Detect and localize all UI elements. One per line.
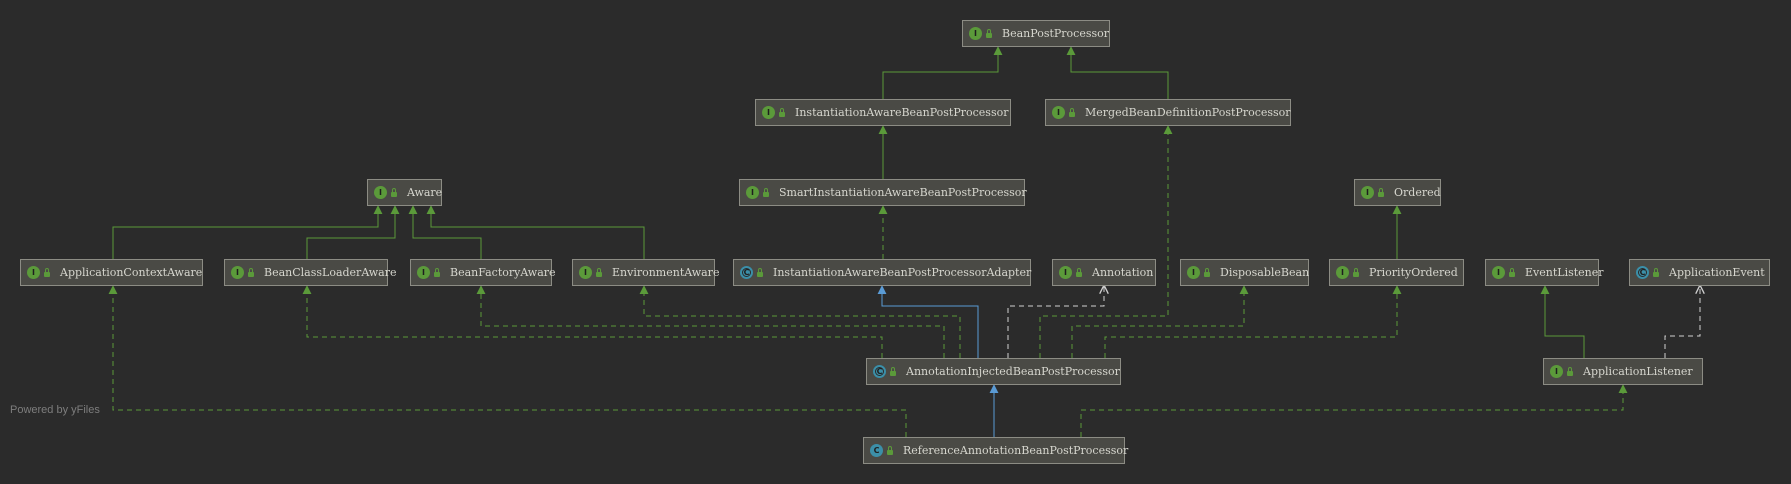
abstract-class-icon: C [740, 266, 753, 279]
interface-icon: I [1361, 186, 1374, 199]
lock-icon [434, 267, 440, 277]
class-icon: C [870, 444, 883, 457]
node-label: ApplicationEvent [1669, 266, 1765, 279]
edge-implements [1071, 285, 1249, 358]
lock-icon [779, 107, 785, 117]
node-merged-bean-definition-post-processor[interactable]: I MergedBeanDefinitionPostProcessor [1045, 99, 1291, 126]
edge-implements [108, 285, 907, 437]
lock-icon [1076, 267, 1082, 277]
lock-icon [757, 267, 763, 277]
node-application-listener[interactable]: I ApplicationListener [1543, 358, 1703, 385]
lock-icon [1653, 267, 1659, 277]
watermark: Powered by yFiles [10, 404, 100, 416]
node-annotation[interactable]: I Annotation [1052, 259, 1156, 286]
lock-icon [1069, 107, 1075, 117]
interface-icon: I [231, 266, 244, 279]
lock-icon [1204, 267, 1210, 277]
node-label: Ordered [1394, 186, 1441, 199]
edge-extends-interface [1066, 46, 1169, 99]
interface-icon: I [1550, 365, 1563, 378]
lock-icon [1509, 267, 1515, 277]
interface-icon: I [746, 186, 759, 199]
node-event-listener[interactable]: I EventListener [1485, 259, 1604, 286]
interface-icon: I [1052, 106, 1065, 119]
edge-dependency [1007, 286, 1104, 358]
node-label: EnvironmentAware [612, 266, 720, 279]
lock-icon [44, 267, 50, 277]
node-label: InstantiationAwareBeanPostProcessor [795, 106, 1009, 119]
interface-icon: I [579, 266, 592, 279]
edge-extends-interface [1540, 285, 1585, 358]
abstract-class-icon: C [873, 365, 886, 378]
node-label: BeanFactoryAware [450, 266, 556, 279]
node-disposable-bean[interactable]: I DisposableBean [1180, 259, 1309, 286]
edge-extends-class [877, 285, 979, 358]
node-label: BeanClassLoaderAware [264, 266, 397, 279]
edge-implements [1080, 384, 1628, 437]
lock-icon [986, 28, 992, 38]
node-label: DisposableBean [1220, 266, 1310, 279]
node-label: ApplicationListener [1583, 365, 1693, 378]
edge-implements [1104, 285, 1402, 358]
edge-extends-interface [112, 205, 383, 259]
interface-icon: I [374, 186, 387, 199]
node-environment-aware[interactable]: I EnvironmentAware [572, 259, 719, 286]
node-label: AnnotationInjectedBeanPostProcessor [906, 365, 1120, 378]
interface-icon: I [1059, 266, 1072, 279]
node-label: EventListener [1525, 266, 1604, 279]
edge-extends-interface [306, 205, 400, 259]
node-smart-instantiation-aware-bean-post-processor[interactable]: I SmartInstantiationAwareBeanPostProcess… [739, 179, 1027, 206]
interface-icon: I [27, 266, 40, 279]
node-priority-ordered[interactable]: I PriorityOrdered [1329, 259, 1464, 286]
lock-icon [1378, 187, 1384, 197]
node-reference-annotation-bean-post-processor[interactable]: C ReferenceAnnotationBeanPostProcessor [863, 437, 1129, 464]
node-annotation-injected-bean-post-processor[interactable]: C AnnotationInjectedBeanPostProcessor [866, 358, 1121, 385]
edge-implements [639, 285, 961, 358]
node-label: BeanPostProcessor [1002, 27, 1110, 40]
node-ordered[interactable]: I Ordered [1354, 179, 1441, 206]
node-bean-factory-aware[interactable]: I BeanFactoryAware [410, 259, 556, 286]
node-bean-class-loader-aware[interactable]: I BeanClassLoaderAware [224, 259, 397, 286]
node-instantiation-aware-bean-post-processor[interactable]: I InstantiationAwareBeanPostProcessor [755, 99, 1011, 126]
node-application-context-aware[interactable]: I ApplicationContextAware [20, 259, 203, 286]
edge-extends-interface [426, 205, 645, 259]
interface-icon: I [1492, 266, 1505, 279]
lock-icon [1567, 366, 1573, 376]
node-label: ApplicationContextAware [60, 266, 203, 279]
edge-implements [302, 285, 883, 358]
interface-icon: I [417, 266, 430, 279]
node-label: MergedBeanDefinitionPostProcessor [1085, 106, 1291, 119]
abstract-class-icon: C [1636, 266, 1649, 279]
lock-icon [391, 187, 397, 197]
node-label: PriorityOrdered [1369, 266, 1458, 279]
interface-icon: I [1187, 266, 1200, 279]
lock-icon [596, 267, 602, 277]
interface-icon: I [762, 106, 775, 119]
lock-icon [248, 267, 254, 277]
node-instantiation-aware-bean-post-processor-adapter[interactable]: C InstantiationAwareBeanPostProcessorAda… [733, 259, 1031, 286]
interface-icon: I [969, 27, 982, 40]
edge-extends-interface [408, 205, 482, 259]
node-label: Aware [407, 186, 443, 199]
lock-icon [890, 366, 896, 376]
lock-icon [887, 445, 893, 455]
lock-icon [763, 187, 769, 197]
lock-icon [1353, 267, 1359, 277]
node-label: ReferenceAnnotationBeanPostProcessor [903, 444, 1129, 457]
node-aware[interactable]: I Aware [367, 179, 442, 206]
edge-dependency [1664, 286, 1700, 358]
node-bean-post-processor[interactable]: I BeanPostProcessor [962, 20, 1110, 47]
interface-icon: I [1336, 266, 1349, 279]
node-label: SmartInstantiationAwareBeanPostProcessor [779, 186, 1027, 199]
edge-implements [476, 285, 945, 358]
edge-implements [1039, 125, 1173, 358]
node-application-event[interactable]: C ApplicationEvent [1629, 259, 1770, 286]
edge-extends-interface [882, 46, 1003, 99]
node-label: Annotation [1092, 266, 1154, 279]
node-label: InstantiationAwareBeanPostProcessorAdapt… [773, 266, 1032, 279]
